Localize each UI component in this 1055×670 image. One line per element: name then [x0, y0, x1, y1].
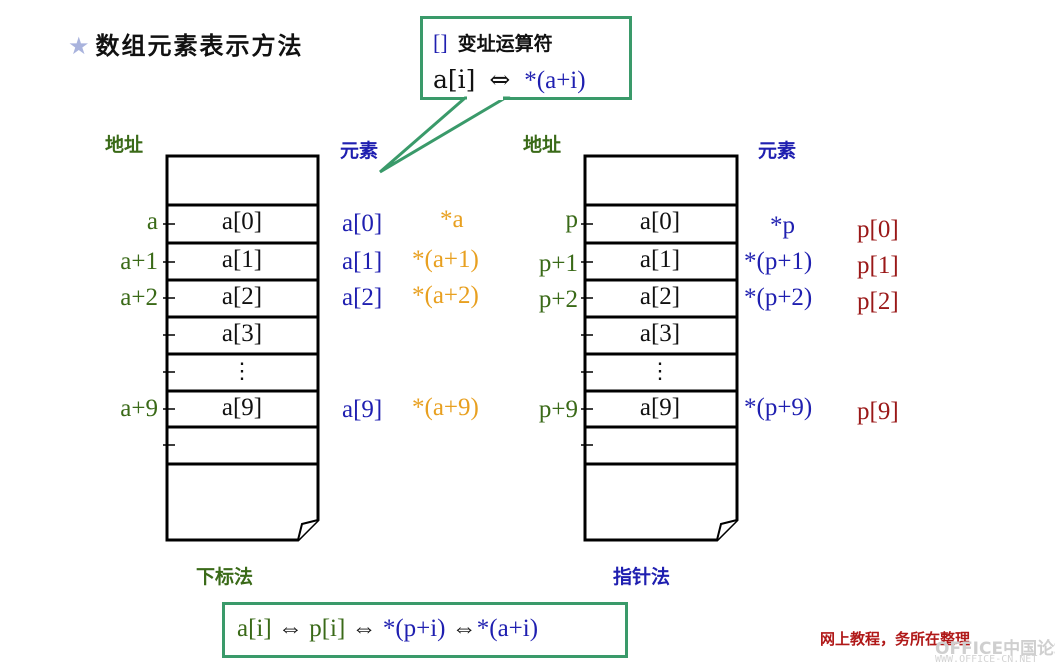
callout-line-2: a[i] ⇔ *(a+i): [433, 65, 586, 95]
left-cell-ellipsis: ⋮: [231, 358, 253, 383]
equivalence-formula: a[i] ⇔ p[i] ⇔ *(p+i) ⇔*(a+i): [222, 602, 628, 658]
right-element-header: 元素: [758, 140, 797, 162]
right-subscript-2: p[2]: [857, 288, 899, 315]
right-cell-ellipsis: ⋮: [649, 358, 671, 383]
credit-text: 网上教程，务所在整理: [820, 630, 971, 648]
right-cell-2: a[2]: [639, 283, 681, 310]
right-address-0: p: [565, 206, 579, 233]
star-icon: ★: [68, 32, 92, 60]
formula-term-2: p[i]: [309, 615, 346, 642]
left-address-2: a+2: [120, 284, 158, 311]
left-cell-1: a[1]: [221, 246, 263, 273]
right-subscript-0: p[0]: [857, 216, 899, 243]
left-cell-0: a[0]: [221, 208, 263, 235]
bracket-symbol: []: [433, 30, 448, 55]
left-page-curl: [297, 519, 319, 541]
callout-expr-right: *(a+i): [524, 67, 586, 94]
left-cell-3: a[3]: [221, 320, 263, 347]
left-address-ticks: [163, 223, 175, 446]
right-pointer-0: *p: [770, 212, 795, 239]
page-title: ★数组元素表示方法: [68, 26, 304, 61]
formula-term-1: a[i]: [237, 615, 272, 642]
right-cell-dividers: [585, 203, 737, 466]
watermark-line-2: WWW.OFFICE-CN.NET: [935, 654, 1038, 665]
left-element-2: a[2]: [342, 284, 383, 311]
left-pointer-1: *(a+1): [412, 246, 479, 273]
right-caption: 指针法: [613, 566, 671, 588]
left-address-1: a+1: [120, 248, 158, 275]
watermark-line-1: OFFICE中国论坛: [935, 639, 1055, 659]
right-address-2: p+2: [538, 286, 578, 313]
formula-term-3: *(p+i): [382, 615, 446, 642]
left-pointer-0: *a: [440, 206, 464, 233]
left-memory-block: [163, 154, 320, 542]
right-cell-3: a[3]: [639, 320, 681, 347]
callout-arrow: ⇔: [489, 65, 511, 94]
left-caption: 下标法: [196, 566, 254, 588]
left-pointer-9: *(a+9): [412, 394, 479, 421]
left-cell-dividers: [167, 203, 318, 466]
right-cell-1: a[1]: [639, 246, 681, 273]
left-address-9: a+9: [120, 395, 158, 422]
left-pointer-2: *(a+2): [412, 282, 479, 309]
right-memory-block: [581, 154, 739, 542]
left-address-0: a: [146, 208, 158, 235]
left-cell-2: a[2]: [221, 283, 263, 310]
left-element-0: a[0]: [342, 210, 383, 237]
left-cell-9: a[9]: [221, 394, 263, 421]
right-address-9: p+9: [538, 396, 578, 423]
right-pointer-2: *(p+2): [744, 284, 813, 311]
title-text: 数组元素表示方法: [95, 32, 304, 60]
left-element-header: 元素: [340, 140, 379, 162]
formula-term-4: *(a+i): [476, 615, 539, 642]
formula-arrow-1: ⇔: [277, 615, 303, 642]
right-subscript-1: p[1]: [857, 252, 899, 279]
callout-expr-left: a[i]: [433, 65, 476, 94]
right-subscript-9: p[9]: [857, 398, 899, 425]
left-element-1: a[1]: [342, 248, 383, 275]
right-address-1: p+1: [538, 250, 578, 277]
right-pointer-1: *(p+1): [744, 248, 813, 275]
right-address-ticks: [581, 223, 593, 446]
right-pointer-9: *(p+9): [744, 394, 813, 421]
left-element-9: a[9]: [342, 396, 383, 423]
formula-arrow-2: ⇔: [351, 615, 377, 642]
formula-arrow-3: ⇔: [451, 615, 477, 642]
callout-pointer: [379, 96, 511, 174]
callout-label: 变址运算符: [457, 33, 553, 55]
callout-line-1: [] 变址运算符: [433, 29, 553, 56]
right-address-header: 地址: [523, 134, 562, 156]
left-address-header: 地址: [105, 134, 144, 156]
right-page-curl: [716, 519, 738, 541]
index-operator-callout: [] 变址运算符 a[i] ⇔ *(a+i): [420, 16, 632, 100]
right-cell-0: a[0]: [639, 208, 681, 235]
right-cell-9: a[9]: [639, 394, 681, 421]
